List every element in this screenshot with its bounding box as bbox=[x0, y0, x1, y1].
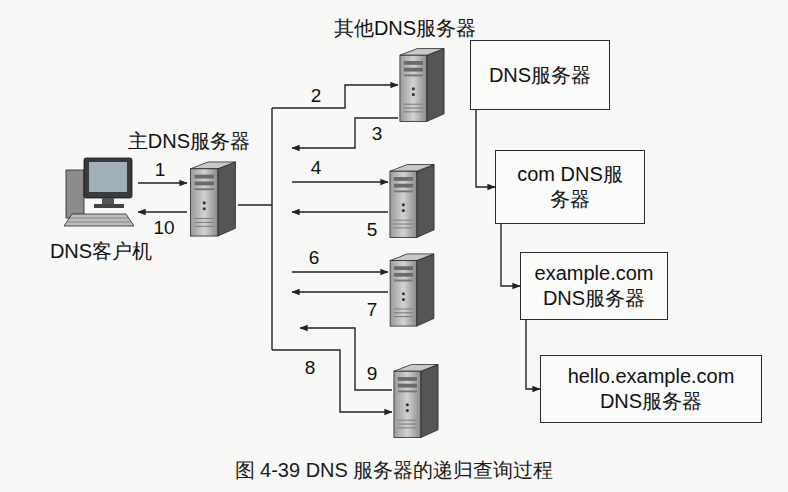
group-label: 其他DNS服务器 bbox=[332, 17, 478, 39]
server-icon bbox=[394, 365, 438, 438]
box-label: DNS服务器 bbox=[489, 63, 591, 88]
connector-arrow bbox=[138, 182, 187, 183]
server-icon bbox=[390, 165, 434, 238]
dns-server-box: example.com DNS服务器 bbox=[520, 252, 668, 320]
box-label: example.com DNS服务器 bbox=[530, 261, 658, 311]
query-arrow bbox=[272, 85, 398, 108]
callout-number: 10 bbox=[151, 218, 176, 239]
reply-arrow bbox=[300, 328, 392, 390]
main-server bbox=[191, 162, 236, 236]
callout-number: 9 bbox=[365, 364, 380, 385]
dns-server-box: DNS服务器 bbox=[470, 40, 610, 110]
reply-arrow bbox=[292, 118, 398, 148]
node-label: 主DNS服务器 bbox=[128, 129, 250, 153]
reply-arrow bbox=[292, 211, 388, 212]
reply-arrow bbox=[292, 291, 388, 292]
query-arrow bbox=[292, 271, 388, 272]
client-computer bbox=[64, 158, 134, 226]
callout-number: 6 bbox=[307, 248, 322, 269]
server-icon bbox=[390, 254, 434, 326]
callout-number: 5 bbox=[365, 220, 380, 241]
callout-number: 2 bbox=[309, 86, 324, 107]
query-arrow bbox=[292, 181, 388, 182]
server-icon bbox=[400, 49, 444, 122]
box-label: hello.example.com DNS服务器 bbox=[557, 364, 745, 414]
figure-caption: 图 4-39 DNS 服务器的递归查询过程 bbox=[233, 459, 556, 481]
callout-number: 3 bbox=[370, 124, 385, 145]
dns-server-box: hello.example.com DNS服务器 bbox=[540, 355, 762, 423]
box-label: com DNS服务器 bbox=[512, 162, 628, 212]
client-node: DNS客户机 bbox=[65, 155, 137, 227]
connector-arrow bbox=[526, 320, 540, 389]
node-label: DNS客户机 bbox=[50, 239, 152, 263]
connector-arrow bbox=[501, 224, 520, 286]
server-node: 主DNS服务器 bbox=[188, 160, 238, 238]
callout-number: 1 bbox=[153, 160, 168, 181]
connector-arrow bbox=[138, 211, 187, 212]
callout-number: 4 bbox=[309, 158, 324, 179]
query-wires bbox=[238, 85, 398, 412]
callout-number: 7 bbox=[365, 300, 380, 321]
connector-arrow bbox=[476, 110, 495, 187]
dns-server-box: com DNS服务器 bbox=[495, 150, 645, 224]
callout-number: 8 bbox=[303, 358, 318, 379]
query-arrow bbox=[272, 350, 392, 412]
